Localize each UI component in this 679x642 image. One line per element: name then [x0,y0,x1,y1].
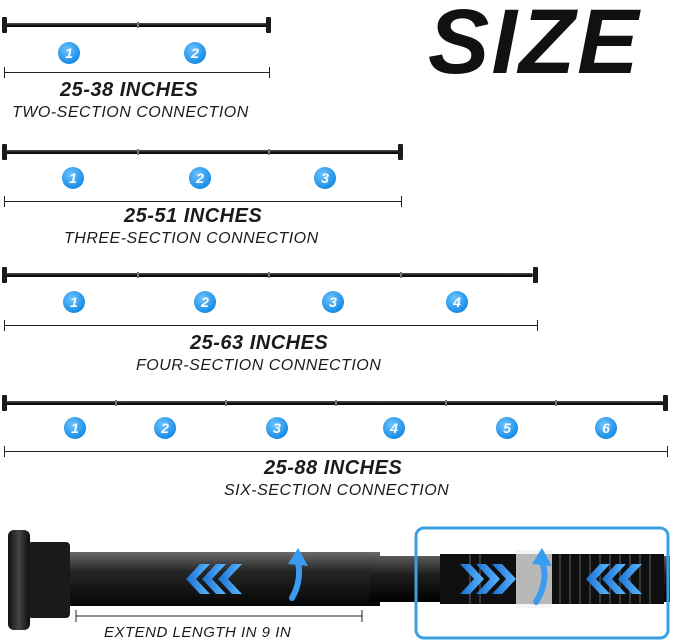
section-badge-3: 3 [322,291,344,313]
rod-end-cap [2,144,7,160]
rod-end-cap-closeup [8,530,30,630]
rod-joint [335,400,337,406]
connection-label: SIX-SECTION CONNECTION [224,482,450,499]
rod-joint [137,149,139,155]
chevron-left-arrows-icon [586,564,642,594]
rod-joint [400,272,402,278]
rod-end-cap [2,267,7,283]
section-badge-3: 3 [266,417,288,439]
rod-end-cap [663,395,668,411]
extend-length-label: EXTEND LENGTH IN 9 IN [104,624,292,641]
section-badge-3: 3 [314,167,336,189]
section-badge-1: 1 [58,42,80,64]
rod-joint [555,400,557,406]
connection-label: THREE-SECTION CONNECTION [64,230,319,247]
section-badge-6: 6 [595,417,617,439]
measure-tick-right [667,446,668,457]
measure-tick-right [401,196,402,207]
connection-highlight-box [414,526,670,640]
section-badge-4: 4 [383,417,405,439]
section-badge-1: 1 [62,167,84,189]
rod-joint [225,400,227,406]
section-badge-4: 4 [446,291,468,313]
page-title: SIZE [428,0,641,93]
section-badge-2: 2 [189,167,211,189]
rod-joint [268,272,270,278]
measure-line [4,325,538,326]
measure-tick-right [269,67,270,78]
length-label: 25-88 INCHES [264,457,403,479]
rod-end-cap [2,17,7,33]
measure-tick-right [537,320,538,331]
section-badge-5: 5 [496,417,518,439]
connection-label: TWO-SECTION CONNECTION [12,104,249,121]
rod-joint [268,149,270,155]
length-label: 25-38 INCHES [60,79,199,101]
rod-end-cap [533,267,538,283]
section-badge-1: 1 [63,291,85,313]
rod-closeup-illustration [8,526,670,640]
rod-joint [115,400,117,406]
length-label: 25-51 INCHES [124,205,263,227]
section-badge-2: 2 [184,42,206,64]
section-badge-2: 2 [154,417,176,439]
chevron-left-arrows-icon [186,564,242,594]
measure-line [4,72,270,73]
measure-line [4,201,402,202]
chevron-right-arrows-icon [460,564,516,594]
rod-end-cap [266,17,271,33]
length-label: 25-63 INCHES [190,332,329,354]
rod-end-cap [2,395,7,411]
connection-label: FOUR-SECTION CONNECTION [136,357,382,374]
rod-joint [445,400,447,406]
rod-joint [137,272,139,278]
thread-section [440,550,664,608]
rod-end-cap [398,144,403,160]
curved-up-arrow-icon [288,548,308,601]
measure-line [4,451,668,452]
section-badge-2: 2 [194,291,216,313]
rod-three-section [6,150,400,154]
rod-joint [137,22,139,28]
curved-up-arrow-icon [532,548,552,605]
section-badge-1: 1 [64,417,86,439]
